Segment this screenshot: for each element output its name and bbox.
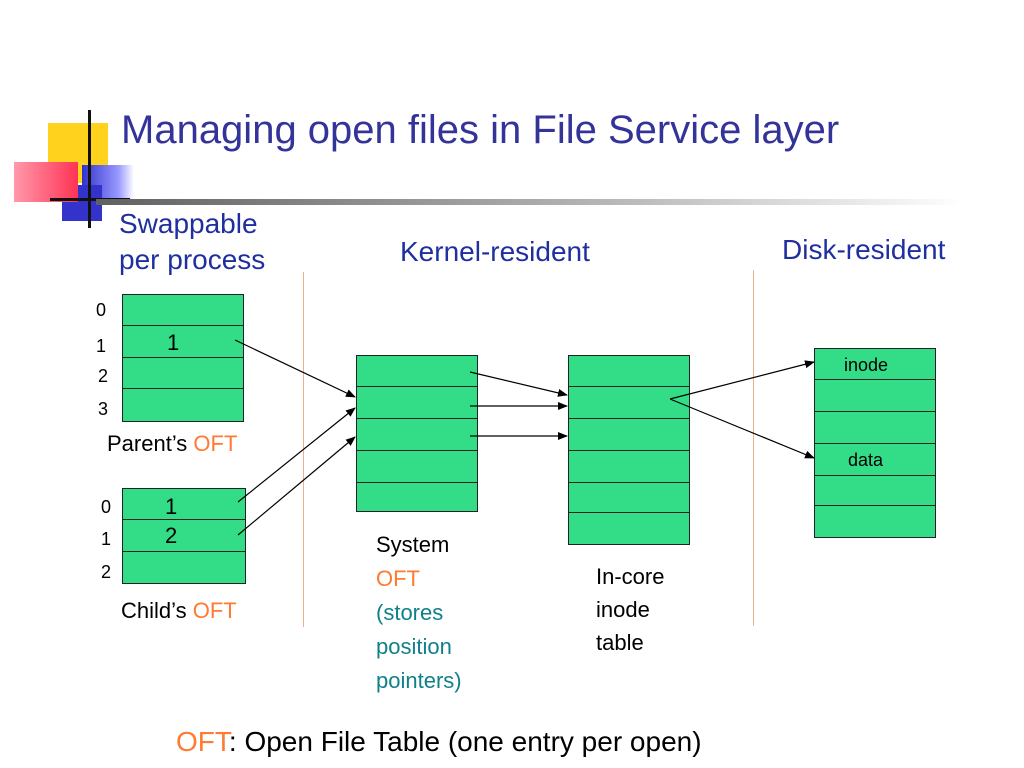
disk-data-label: data xyxy=(848,450,884,470)
child-oft-table xyxy=(122,488,246,584)
arrow-inode-to-disk-data xyxy=(669,398,815,459)
header-disk-resident: Disk-resident xyxy=(782,234,946,265)
system-oft-table xyxy=(356,355,478,512)
separator-right xyxy=(753,270,754,626)
child-index-0: 0 xyxy=(101,497,112,517)
page-title: Managing open files in File Service laye… xyxy=(121,108,840,152)
arrow-inode-to-disk-inode xyxy=(669,360,815,400)
parent-oft-label: Parent’s OFT xyxy=(107,431,238,456)
parent-oft-table xyxy=(122,294,244,422)
parent-index-0: 0 xyxy=(96,300,107,320)
parent-index-1: 1 xyxy=(96,336,107,356)
header-swappable: Swappable per process xyxy=(119,208,266,275)
child-index-2: 2 xyxy=(101,562,112,582)
header-kernel-resident: Kernel-resident xyxy=(400,236,590,267)
footer-note: OFT: Open File Table (one entry per open… xyxy=(176,726,702,757)
title-underline xyxy=(96,199,966,205)
child-entry-value-2: 2 xyxy=(165,523,178,548)
parent-entry-value: 1 xyxy=(167,330,180,355)
system-oft-label: System OFT (stores position pointers) xyxy=(376,532,462,693)
incore-inode-table xyxy=(568,355,690,545)
parent-index-3: 3 xyxy=(98,399,109,419)
arrow-child1-to-system xyxy=(237,407,356,503)
arrow-system1-to-inode xyxy=(469,371,568,397)
incore-inode-label: In-core inode table xyxy=(596,564,665,655)
child-oft-label: Child’s OFT xyxy=(121,598,237,623)
disk-inode-label: inode xyxy=(844,355,889,375)
child-index-1: 1 xyxy=(101,529,112,549)
arrow-parent-to-system xyxy=(234,339,356,398)
parent-index-2: 2 xyxy=(98,366,109,386)
child-entry-value-1: 1 xyxy=(165,494,178,519)
arrow-child2-to-system xyxy=(237,436,356,536)
disk-table xyxy=(814,348,936,538)
